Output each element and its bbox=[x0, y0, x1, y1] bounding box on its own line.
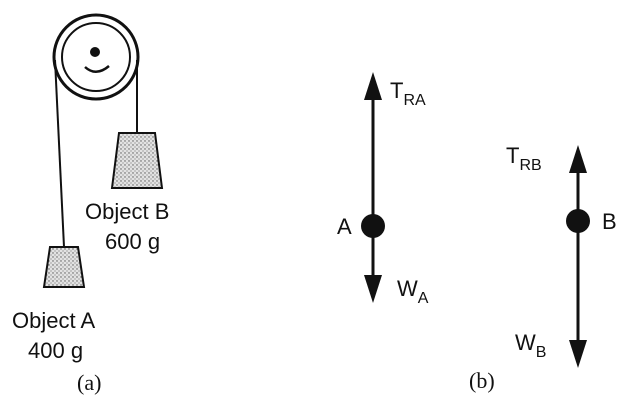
tension-label-a: TRA bbox=[390, 78, 426, 109]
body-a-dot bbox=[361, 214, 385, 238]
tension-label-b: TRB bbox=[506, 143, 542, 174]
weight-label-b-main: W bbox=[515, 330, 536, 355]
free-body-b: TRB B WB bbox=[506, 143, 617, 368]
object-a-mass: 400 g bbox=[28, 338, 83, 363]
pulley-system: Object B 600 g Object A 400 g (a) bbox=[12, 13, 169, 395]
tension-label-a-main: T bbox=[390, 78, 403, 103]
tension-label-b-sub: RB bbox=[519, 157, 541, 174]
body-b-label: B bbox=[602, 209, 617, 234]
object-b-block bbox=[110, 132, 164, 189]
rope-to-object-a bbox=[54, 59, 65, 248]
pulley-outer-rim bbox=[52, 13, 140, 101]
free-body-a: TRA A WA bbox=[337, 72, 429, 307]
object-a-name: Object A bbox=[12, 308, 95, 333]
pulley-smile-mark bbox=[84, 65, 110, 73]
tension-label-a-sub: RA bbox=[403, 92, 426, 109]
weight-label-b: WB bbox=[515, 330, 546, 361]
weight-label-b-sub: B bbox=[536, 344, 547, 361]
body-a-label: A bbox=[337, 214, 352, 239]
weight-arrowhead-a bbox=[364, 275, 382, 303]
object-b-mass: 600 g bbox=[105, 229, 160, 254]
weight-label-a-sub: A bbox=[418, 290, 429, 307]
tension-arrowhead-b bbox=[569, 145, 587, 173]
weight-label-a-main: W bbox=[397, 276, 418, 301]
caption-a: (a) bbox=[77, 370, 101, 395]
tension-arrowhead-a bbox=[364, 72, 382, 100]
object-a-block bbox=[42, 246, 86, 288]
body-b-dot bbox=[566, 209, 590, 233]
weight-arrowhead-b bbox=[569, 340, 587, 368]
caption-b: (b) bbox=[469, 368, 495, 393]
object-b-name: Object B bbox=[85, 199, 169, 224]
tension-label-b-main: T bbox=[506, 143, 519, 168]
pulley-inner-rim bbox=[61, 22, 131, 92]
free-body-diagrams: TRA A WA TRB B WB (b) bbox=[337, 72, 617, 393]
pulley-axle bbox=[90, 47, 100, 57]
weight-label-a: WA bbox=[397, 276, 429, 307]
